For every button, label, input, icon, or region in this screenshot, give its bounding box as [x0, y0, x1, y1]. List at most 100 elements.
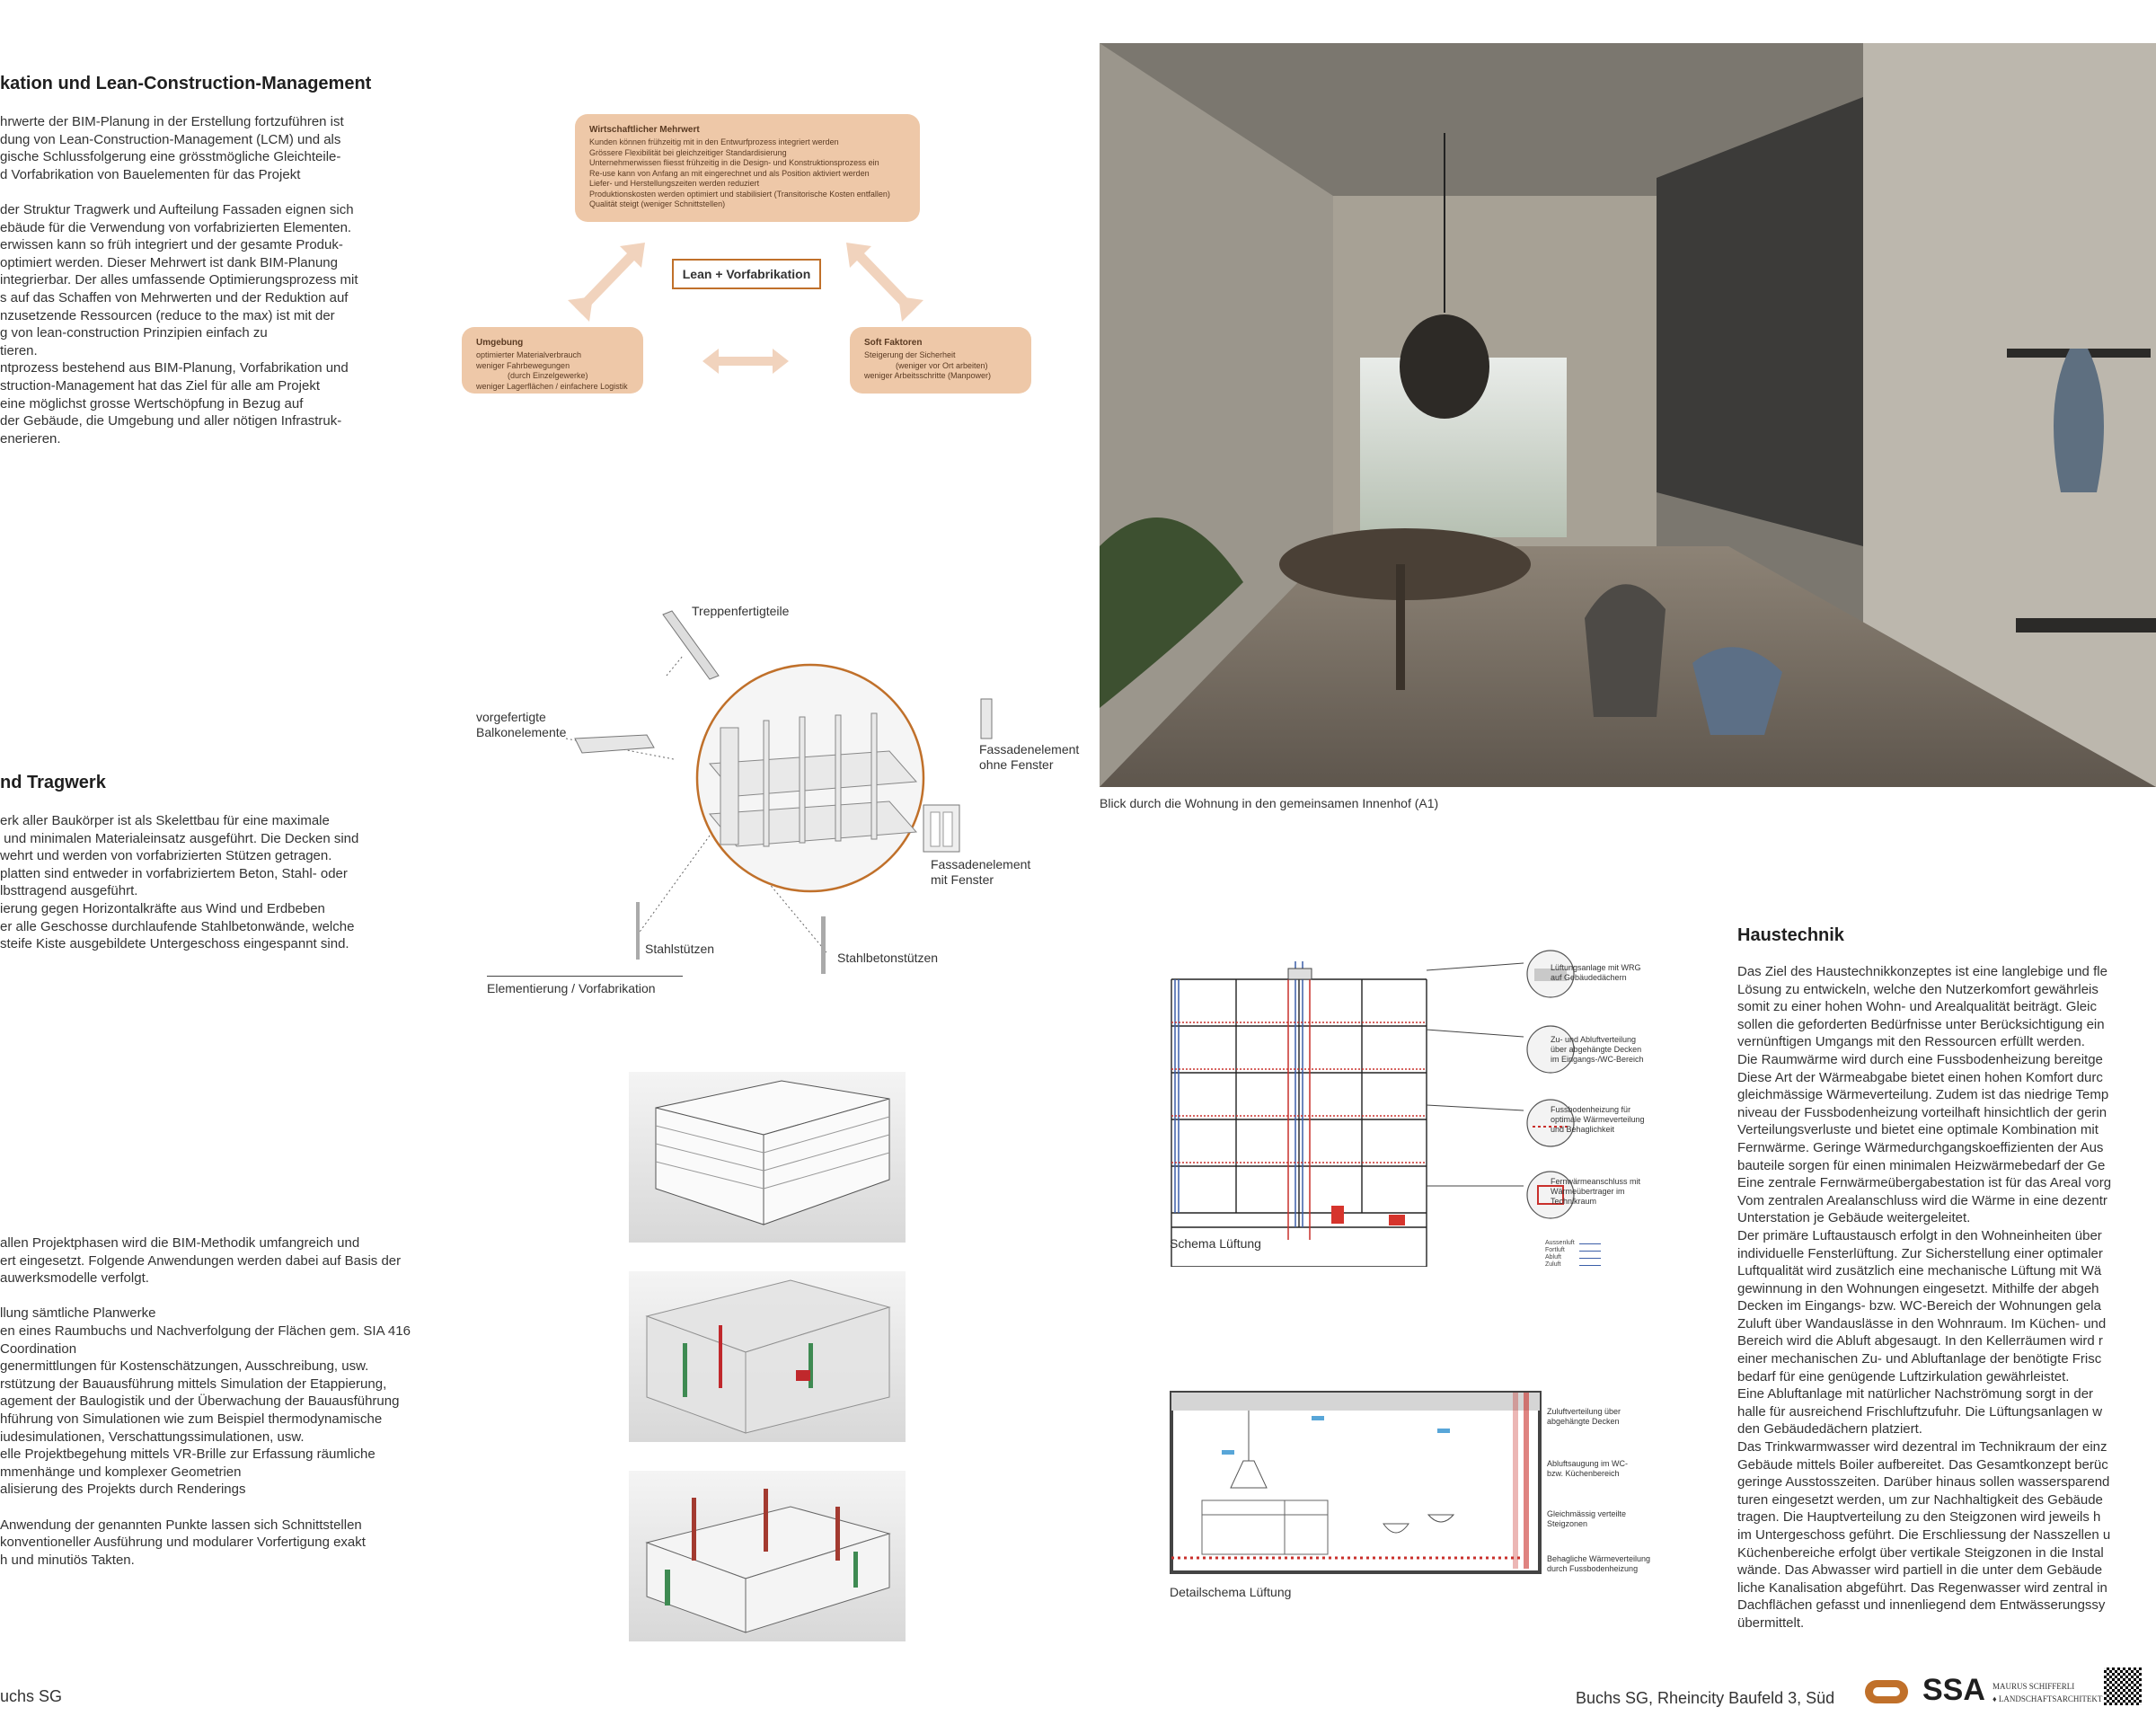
text-line: geringe Ausstosszeiten. Darüber hinaus s… [1737, 1474, 2110, 1491]
ventilation-callout-3: Fussbodenheizung für optimale Wärmeverte… [1551, 1105, 1645, 1134]
box-line: (durch Einzelgewerke) [476, 371, 588, 380]
firm-logo-oval [1865, 1680, 1908, 1703]
arrow-right-top-tail [898, 296, 923, 322]
text-line: Der primäre Luftaustausch erfolgt in den… [1737, 1227, 2102, 1243]
label-stairs: Treppenfertigteile [692, 604, 790, 618]
detail-callout-3: Gleichmässig verteilte Steigzonen [1547, 1509, 1627, 1528]
photo-caption: Blick durch die Wohnung in den gemeinsam… [1100, 796, 1439, 810]
text-line: niveau der Fussbodenheizung vorteilhaft … [1737, 1104, 2107, 1120]
text-line: Unterstation je Gebäude weitergeleitet. [1737, 1210, 1971, 1226]
text-line: d Vorfabrikation von Bauelementen für da… [0, 166, 301, 182]
haustechnik-heading: Haustechnik [1737, 925, 1844, 945]
arrow-left-top [575, 243, 645, 314]
ssa-logo: SSA [1922, 1673, 1985, 1707]
text-line [0, 1287, 411, 1305]
box-line: Produktionskosten werden optimiert und s… [589, 189, 890, 199]
text-line: im Untergeschoss geführt. Die Erschliess… [1737, 1527, 2111, 1543]
text-line: ntprozess bestehend aus BIM-Planung, Vor… [0, 360, 349, 376]
text-line: den Gebäudedächern platziert. [1737, 1421, 1922, 1438]
box-line: weniger Lagerflächen / einfachere Logist… [476, 381, 628, 391]
box-line: (weniger vor Ort arbeiten) [864, 360, 988, 370]
footer-project: Buchs SG, Rheincity Baufeld 3, Süd [1576, 1689, 1835, 1707]
text-line: enerieren. [0, 430, 61, 447]
text-line: hrwerte der BIM-Planung in der Erstellun… [0, 114, 344, 129]
diagram-center-label: Lean + Vorfabrikation [672, 259, 821, 289]
legend-entry: Aussenluft [1545, 1240, 1601, 1247]
text-line: wände. Das Abwasser wird partiell in die… [1737, 1562, 2103, 1579]
box-title: Soft Faktoren [864, 338, 923, 348]
box-line: Grössere Flexibilität bei gleichzeitiger… [589, 147, 787, 157]
text-line: Decken im Eingangs- bzw. WC-Bereich der … [1737, 1298, 2101, 1314]
text-line: turen eingesetzt werden, um zur Nachhalt… [1737, 1491, 2103, 1508]
text-line: der Struktur Tragwerk und Aufteilung Fas… [0, 201, 354, 217]
text-line: erk aller Baukörper ist als Skelettbau f… [0, 813, 330, 828]
text-line: Die Raumwärme wird durch eine Fussbodenh… [1737, 1051, 2103, 1067]
text-line: bauteile sorgen für einen minimalen Heiz… [1737, 1157, 2106, 1173]
text-line: Vom zentralen Arealanschluss wird die Wä… [1737, 1192, 2107, 1208]
bim-render-structure [629, 1471, 906, 1641]
box-line: Liefer- und Herstellungszeiten werden re… [589, 179, 760, 188]
text-line: agement der Baulogistik und der Überwach… [0, 1393, 400, 1410]
text-line: sollen die geforderten Bedürfnisse unter… [1737, 1016, 2105, 1032]
diagram-box-economic: Wirtschaftlicher Mehrwert Kunden können … [575, 114, 920, 222]
text-line: integrierbar. Der alles umfassende Optim… [0, 272, 358, 288]
steel-column-icon [636, 902, 640, 960]
text-line: lbsttragend ausgeführt. [0, 883, 138, 899]
text-line: eine möglichst grosse Wertschöpfung in B… [0, 395, 304, 411]
arrow-right-top [846, 243, 916, 314]
lean-text: hrwerte der BIM-Planung in der Erstellun… [0, 113, 358, 447]
text-line: Gebäude mittels Boiler aufbereitet. Das … [1737, 1456, 2108, 1473]
text-line: Verteilungsverluste und bietet eine opti… [1737, 1122, 2099, 1138]
text-line: nzusetzende Ressourcen (reduce to the ma… [0, 307, 335, 323]
text-line: Bereich wird die Abluft abgesaugt. In de… [1737, 1333, 2103, 1349]
qr-code-icon [2104, 1668, 2142, 1705]
box-line: weniger Fahrbewegungen [476, 360, 570, 370]
building-cutaway-icon [708, 712, 918, 847]
text-line: tragen. Die Hauptverteilung zu den Steig… [1737, 1509, 2101, 1526]
box-lines: Kunden können frühzeitig mit in den Entw… [589, 137, 906, 210]
interior-rendering [1100, 43, 2156, 787]
ventilation-detail-schema [1170, 1391, 1542, 1574]
text-line: llung sämtliche Planwerke [0, 1305, 156, 1322]
structure-text: erk aller Baukörper ist als Skelettbau f… [0, 812, 358, 953]
text-line: en eines Raumbuchs und Nachverfolgung de… [0, 1322, 411, 1339]
text-line: Lösung zu entwickeln, welche den Nutzerk… [1737, 981, 2099, 997]
label-balcony: vorgefertigte Balkonelemente [476, 710, 567, 739]
text-line: elle Projektbegehung mittels VR-Brille z… [0, 1446, 376, 1463]
text-line: ebäude für die Verwendung von vorfabrizi… [0, 219, 352, 235]
box-line: Re-use kann von Anfang an mit eingerechn… [589, 168, 870, 178]
text-line: gische Schlussfolgerung eine grösstmögli… [0, 149, 341, 165]
ventilation-callout-1: Lüftungsanlage mit WRG auf Gebäudedächer… [1551, 963, 1641, 982]
text-line: ierung gegen Horizontalkräfte aus Wind u… [0, 900, 325, 916]
text-line: Dachflächen gefasst und innenliegend dem… [1737, 1597, 2106, 1614]
text-line: halle für ausreichend Frischluftzufuhr. … [1737, 1403, 2103, 1420]
text-line: ert eingesetzt. Folgende Anwendungen wer… [0, 1252, 402, 1269]
text-line: Eine zentrale Fernwärmeübergabestation i… [1737, 1175, 2112, 1191]
text-line: Anwendung der genannten Punkte lassen si… [0, 1517, 362, 1533]
text-line: dung von Lean-Construction-Management (L… [0, 131, 341, 147]
arrow-bottom [702, 349, 789, 374]
explode-caption: Elementierung / Vorfabrikation [487, 981, 656, 995]
text-line: Küchenbereiche erfolgt über vertikale St… [1737, 1544, 2104, 1561]
ventilation-callout-4: Fernwärmeanschluss mit Wärmeübertrager i… [1551, 1177, 1641, 1206]
text-line: konventioneller Ausführung und modularer… [0, 1535, 366, 1551]
text-line: übermittelt. [1737, 1614, 1805, 1631]
balcony-element-icon [574, 734, 655, 754]
text-line: wehrt und werden von vorfabrizierten Stü… [0, 848, 332, 864]
text-line: er alle Geschosse durchlaufende Stahlbet… [0, 918, 355, 934]
box-line: Steigerung der Sicherheit [864, 350, 956, 359]
text-line: steife Kiste ausgebildete Untergeschoss … [0, 936, 349, 952]
bim-render-architecture [629, 1072, 906, 1243]
box-line: Kunden können frühzeitig mit in den Entw… [589, 137, 839, 146]
text-line: Eine Abluftanlage mit natürlicher Nachst… [1737, 1386, 2094, 1402]
text-line: Diese Art der Wärmeabgabe bietet einen h… [1737, 1069, 2103, 1085]
text-line: optimiert werden. Dieser Mehrwert ist da… [0, 254, 338, 270]
text-line [0, 183, 358, 201]
concrete-column-icon [821, 916, 826, 974]
text-line: bedarf für eine genügende Luftzirkulatio… [1737, 1368, 2070, 1384]
box-title: Wirtschaftlicher Mehrwert [589, 125, 700, 135]
text-line: der Gebäude, die Umgebung und aller nöti… [0, 413, 342, 429]
